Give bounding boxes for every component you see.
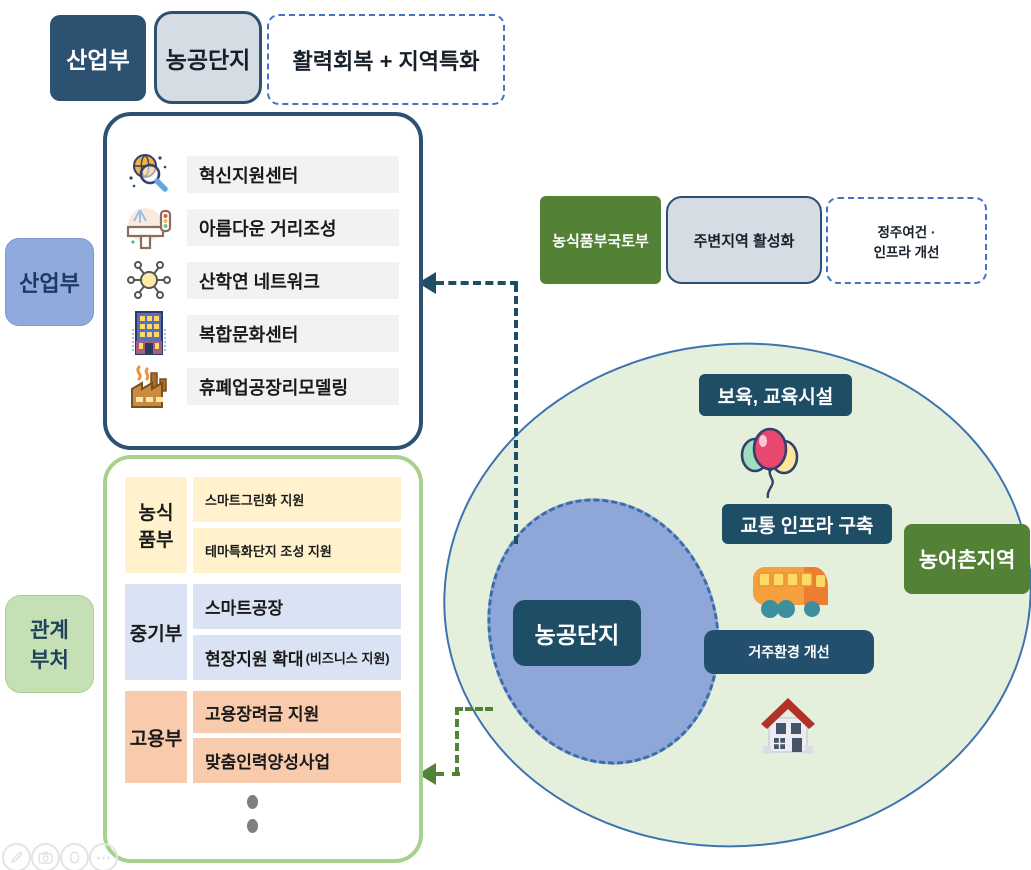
camera-icon[interactable] xyxy=(31,843,60,870)
program-label: 현장지원 확대 xyxy=(205,650,304,669)
industry-item: 복합문화센터 xyxy=(187,315,399,352)
connector-blue-horizontal xyxy=(436,281,518,285)
ellipsis-dot xyxy=(247,819,258,833)
related-ministries-panel: 농식 품부 스마트그린화 지원 테마특화단지 조성 지원 중기부 스마트공장 현… xyxy=(103,455,423,863)
program-row: 맞춤인력양성사업 xyxy=(193,738,401,783)
mid-subject-badge: 주변지역 활성화 xyxy=(666,196,822,284)
childcare-facilities-box: 보육, 교육시설 xyxy=(699,374,852,416)
closed-factory-icon xyxy=(119,362,179,410)
mid-ministry-badge: 농식품부국토부 xyxy=(540,196,661,284)
industry-item: 산학연 네트워크 xyxy=(187,262,399,299)
industry-item: 혁신지원센터 xyxy=(187,156,399,193)
connector-green-horizontal-1 xyxy=(455,707,493,711)
balloons-icon xyxy=(733,420,807,507)
complex-label-box: 농공단지 xyxy=(513,600,641,666)
group-label-smes: 중기부 xyxy=(125,584,187,680)
related-side-label: 관계 부처 xyxy=(5,595,94,693)
group-label-moel: 고용부 xyxy=(125,691,187,783)
header-goal-box: 활력회복 + 지역특화 xyxy=(267,14,505,105)
industry-item: 휴폐업공장리모델링 xyxy=(187,368,399,405)
industry-programs-panel: 혁신지원센터 아름다운 거리조성 xyxy=(103,112,423,450)
industry-side-label: 산업부 xyxy=(5,238,94,326)
program-row: 스마트그린화 지원 xyxy=(193,477,401,522)
housing-improvement-box: 거주환경 개선 xyxy=(704,630,874,674)
street-icon xyxy=(119,203,179,251)
zoom-circle-icon[interactable] xyxy=(60,843,89,870)
ellipsis-dot xyxy=(247,795,258,809)
connector-green-vertical xyxy=(455,707,459,775)
rural-region-badge: 농어촌지역 xyxy=(904,524,1030,594)
transport-infrastructure-box: 교통 인프라 구축 xyxy=(722,504,892,544)
more-options-icon[interactable] xyxy=(89,843,118,870)
culture-center-building-icon xyxy=(119,309,179,357)
edit-pencil-icon[interactable] xyxy=(2,843,31,870)
program-row: 테마특화단지 조성 지원 xyxy=(193,528,401,573)
program-suffix: (비즈니스 지원) xyxy=(305,651,390,666)
header-complex-badge: 농공단지 xyxy=(154,11,262,104)
program-row: 스마트공장 xyxy=(193,584,401,629)
connector-green-horizontal-2 xyxy=(436,772,460,776)
bus-icon xyxy=(748,560,834,629)
network-icon xyxy=(119,256,179,304)
mid-goal-box: 정주여건 · 인프라 개선 xyxy=(826,197,987,284)
header-ministry-badge: 산업부 xyxy=(50,15,146,101)
program-row: 고용장려금 지원 xyxy=(193,691,401,733)
program-row: 현장지원 확대(비즈니스 지원) xyxy=(193,635,401,680)
house-icon xyxy=(755,690,821,763)
connector-blue-vertical xyxy=(514,284,518,544)
industry-item: 아름다운 거리조성 xyxy=(187,209,399,246)
group-label-mafra: 농식 품부 xyxy=(125,477,187,573)
innovation-search-icon xyxy=(119,150,179,198)
